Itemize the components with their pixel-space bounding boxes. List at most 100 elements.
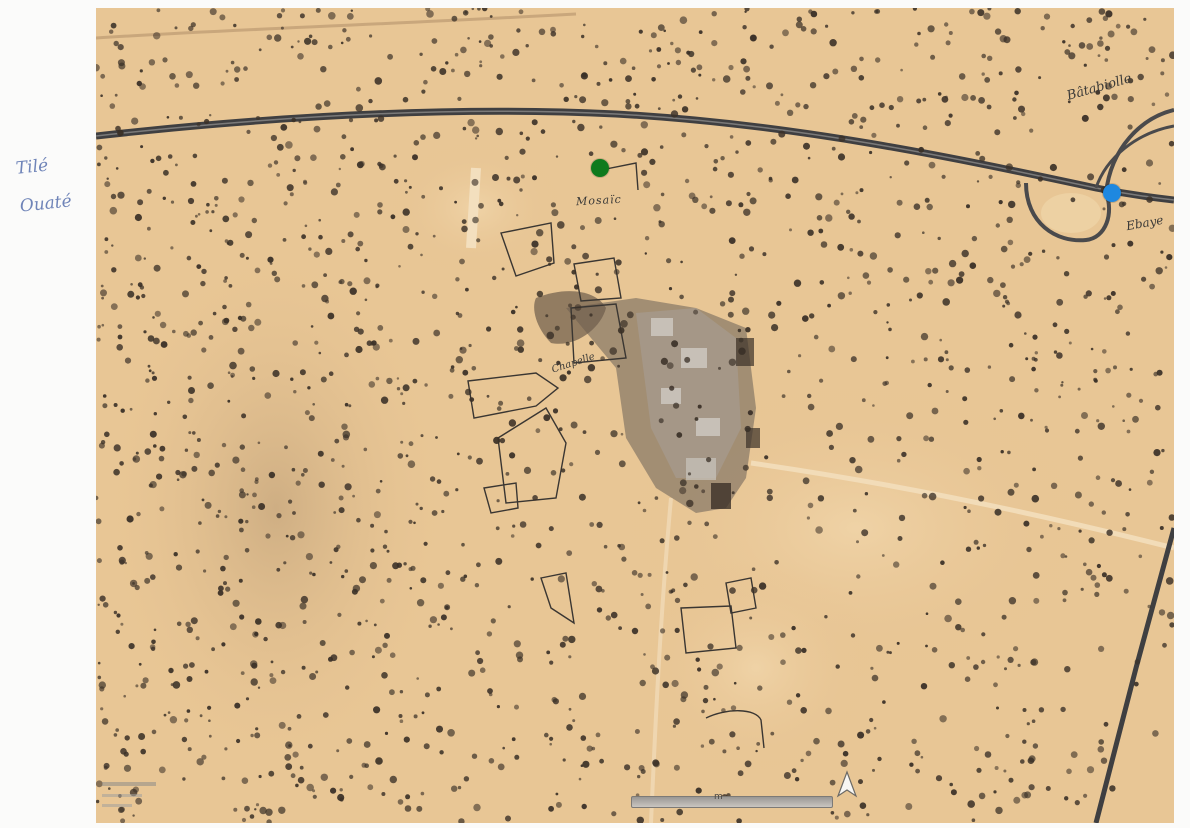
- vegetation-dot: [250, 733, 254, 738]
- vegetation-dot: [981, 53, 986, 59]
- vegetation-dot: [458, 818, 465, 823]
- vegetation-dot: [555, 801, 562, 808]
- vegetation-dot: [221, 642, 226, 647]
- vegetation-dot: [869, 150, 873, 155]
- blue-marker[interactable]: [1103, 184, 1121, 202]
- vegetation-dot: [1156, 369, 1163, 376]
- vegetation-dot: [420, 134, 426, 140]
- vegetation-dot: [720, 156, 725, 161]
- vegetation-dot: [456, 452, 460, 456]
- vegetation-dot: [613, 269, 620, 275]
- vegetation-dot: [695, 657, 700, 662]
- vegetation-dot: [1032, 467, 1036, 472]
- vegetation-dot: [1090, 347, 1094, 351]
- vegetation-dot: [1045, 786, 1051, 791]
- vegetation-dot: [153, 412, 157, 416]
- vegetation-dot: [405, 454, 409, 458]
- vegetation-dot: [275, 621, 282, 629]
- vegetation-dot: [408, 567, 413, 572]
- vegetation-dot: [398, 714, 403, 718]
- vegetation-dot: [849, 248, 854, 252]
- dirt-track-north: [96, 12, 577, 40]
- vegetation-dot: [430, 66, 437, 72]
- vegetation-dot: [240, 315, 247, 322]
- vegetation-dot: [1095, 90, 1101, 95]
- vegetation-dot: [338, 280, 343, 284]
- vegetation-dot: [1160, 71, 1165, 76]
- vegetation-dot: [739, 253, 745, 259]
- vegetation-dot: [516, 339, 525, 348]
- vegetation-dot: [295, 480, 301, 486]
- vegetation-dot: [1104, 58, 1109, 62]
- vegetation-dot: [140, 682, 147, 689]
- vegetation-dot: [925, 612, 929, 615]
- vegetation-dot: [672, 98, 676, 102]
- vegetation-dot: [101, 718, 109, 725]
- vegetation-dot: [153, 264, 161, 272]
- vegetation-dot: [240, 671, 245, 675]
- vegetation-dot: [928, 279, 934, 285]
- vegetation-dot: [399, 719, 404, 723]
- vegetation-dot: [637, 572, 643, 578]
- vegetation-dot: [851, 113, 858, 119]
- vegetation-dot: [201, 347, 207, 353]
- interchange-loop-west: [1024, 182, 1112, 243]
- vegetation-dot: [512, 524, 516, 528]
- vegetation-dot: [913, 203, 921, 210]
- vegetation-dot: [867, 435, 875, 443]
- vegetation-dot: [506, 176, 511, 181]
- plot-outline-3: [570, 303, 627, 364]
- vegetation-dot: [106, 177, 109, 180]
- vegetation-dot: [949, 782, 953, 787]
- vegetation-dot: [955, 624, 962, 631]
- vegetation-dot: [740, 89, 746, 95]
- vegetation-dot: [1007, 239, 1014, 246]
- vegetation-dot: [232, 326, 238, 332]
- vegetation-dot: [1126, 429, 1131, 434]
- satellite-map[interactable]: Bâtabiolle Ebaye Mosaïc Chapelle m: [96, 8, 1174, 823]
- vegetation-dot: [525, 136, 530, 141]
- vegetation-dot: [987, 55, 993, 61]
- vegetation-dot: [389, 775, 397, 784]
- vegetation-dot: [749, 197, 757, 205]
- vegetation-dot: [162, 196, 166, 200]
- vegetation-dot: [1104, 45, 1111, 51]
- vegetation-dot: [1078, 529, 1082, 533]
- vegetation-dot: [1006, 301, 1011, 306]
- vegetation-dot: [886, 303, 891, 307]
- vegetation-dot: [214, 196, 219, 201]
- vegetation-dot: [752, 85, 756, 89]
- vegetation-dot: [789, 228, 792, 232]
- vegetation-dot: [776, 300, 782, 306]
- vegetation-dot: [948, 662, 955, 669]
- vegetation-dot: [595, 272, 599, 276]
- vegetation-dot: [270, 134, 277, 142]
- vegetation-dot: [134, 213, 142, 222]
- vegetation-dot: [1021, 791, 1028, 799]
- vegetation-dot: [451, 785, 458, 792]
- vegetation-dot: [465, 388, 472, 396]
- vegetation-dot: [712, 166, 718, 172]
- vegetation-dot: [167, 711, 171, 714]
- vegetation-dot: [1121, 167, 1127, 173]
- vegetation-dot: [1165, 577, 1174, 585]
- vegetation-dot: [1083, 562, 1087, 567]
- vegetation-dot: [1105, 367, 1111, 374]
- green-marker[interactable]: [591, 159, 609, 177]
- vegetation-dot: [1000, 245, 1008, 253]
- vegetation-dot: [482, 8, 488, 12]
- vegetation-dot: [337, 612, 342, 618]
- vegetation-dot: [110, 22, 117, 29]
- vegetation-dot: [866, 280, 872, 285]
- vegetation-dot: [463, 574, 468, 579]
- vegetation-dot: [657, 107, 661, 110]
- vegetation-dot: [1008, 777, 1014, 783]
- vegetation-dot: [701, 203, 708, 210]
- vegetation-dot: [927, 25, 935, 33]
- vegetation-dot: [400, 440, 404, 444]
- vegetation-dot: [167, 154, 173, 159]
- vegetation-dot: [768, 311, 776, 319]
- vegetation-dot: [254, 732, 261, 739]
- vegetation-dot: [882, 700, 886, 704]
- vegetation-dot: [143, 257, 146, 260]
